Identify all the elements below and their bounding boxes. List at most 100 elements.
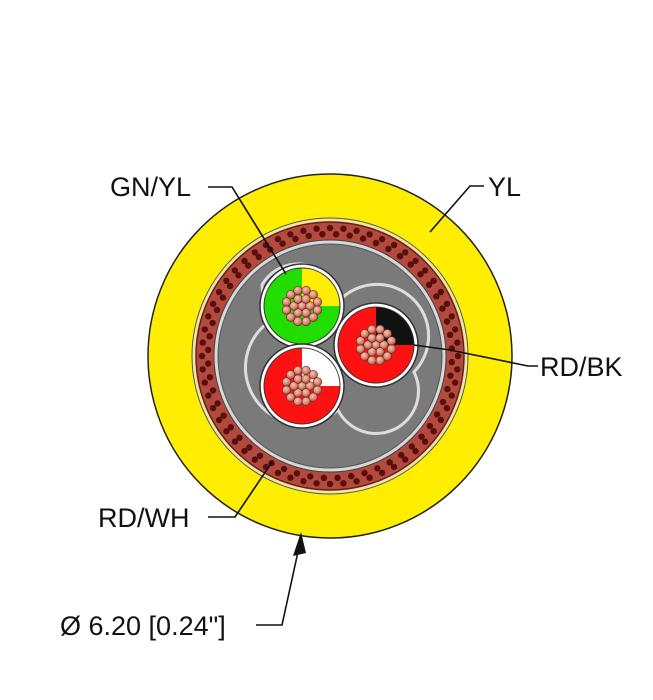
braid-strand (437, 416, 445, 424)
copper-strand (301, 365, 311, 376)
braid-strand (326, 480, 334, 488)
braid-strand (313, 480, 320, 487)
braid-strand (313, 225, 320, 232)
braid-strand (251, 249, 258, 256)
braid-strand (412, 257, 419, 265)
braid-strand (293, 470, 301, 477)
braid-strand (402, 249, 409, 256)
braid-strand (205, 392, 212, 399)
braid-strand (300, 478, 307, 485)
copper-strand (301, 396, 311, 407)
leader-diameter (256, 537, 302, 626)
copper-strand (308, 392, 318, 402)
braid-strand (326, 224, 334, 232)
copper-strand (312, 377, 323, 387)
braid-strand (332, 231, 340, 238)
braid-strand (274, 235, 282, 243)
braid-strand (255, 253, 262, 261)
copper-strand (305, 301, 315, 311)
braid-strand (280, 465, 288, 473)
conductor-rd-bk (333, 302, 419, 388)
braid-strand (372, 239, 380, 247)
braid-strand (226, 282, 234, 290)
braid-strand (198, 352, 206, 360)
copper-strand (308, 370, 318, 380)
braid-strand (227, 424, 235, 431)
copper-strand (308, 312, 318, 322)
braid-strand (213, 306, 221, 314)
braid-strand (454, 366, 461, 373)
copper-strand (379, 340, 389, 350)
copper-strand (286, 392, 296, 402)
copper-strand (305, 381, 315, 391)
braid-strand (305, 232, 312, 240)
braid-strand (206, 333, 213, 340)
braid-strand (418, 433, 425, 440)
braid-strand (446, 331, 454, 338)
braid-strand (256, 452, 264, 460)
copper-strand (360, 351, 370, 361)
braid-strand (231, 267, 239, 274)
braid-strand (448, 392, 455, 399)
copper-strand (363, 340, 373, 350)
braid-strand (437, 288, 445, 296)
copper-strand (375, 355, 385, 366)
copper-strand (281, 385, 292, 395)
copper-strand (289, 301, 299, 311)
braid-strand (319, 231, 326, 238)
conductor-gn-yl (259, 263, 345, 349)
label-rd-bk: RD/BK (540, 352, 623, 382)
braid-strand (246, 444, 253, 451)
conductor-rd-wh (259, 343, 345, 429)
braid-strand (205, 360, 212, 367)
braid-strand (206, 374, 214, 381)
braid-strand (439, 305, 446, 312)
braid-strand (412, 447, 419, 455)
braid-strand (223, 428, 230, 435)
braid-strand (433, 411, 441, 418)
copper-strand (286, 370, 296, 380)
braid-strand (214, 400, 221, 407)
copper-strand (286, 312, 296, 322)
braid-strand (209, 387, 217, 394)
copper-strand (281, 377, 292, 387)
braid-strand (448, 313, 455, 320)
braid-strand (201, 326, 208, 333)
copper-strand (355, 336, 366, 346)
braid-strand (361, 469, 368, 477)
braid-strand (201, 379, 208, 386)
braid-strand (447, 372, 454, 379)
braid-strand (307, 473, 314, 480)
copper-strand (293, 285, 303, 296)
copper-strand (355, 344, 366, 354)
copper-strand (301, 285, 311, 296)
label-yl: YL (488, 172, 522, 202)
braid-strand (417, 271, 424, 278)
braid-strand (452, 379, 459, 386)
braid-strand (443, 300, 451, 308)
braid-strand (231, 438, 239, 445)
braid-strand (454, 352, 462, 360)
braid-strand (353, 478, 360, 485)
braid-strand (408, 443, 415, 450)
braid-strand (374, 465, 381, 472)
copper-strand (308, 290, 318, 300)
braid-strand (287, 474, 294, 481)
braid-strand (454, 339, 461, 346)
braid-strand (402, 456, 409, 463)
copper-strand (375, 324, 385, 335)
braid-strand (433, 293, 440, 300)
braid-strand (205, 346, 212, 354)
braid-strand (287, 231, 294, 238)
braid-strand (378, 469, 386, 477)
braid-strand (398, 451, 405, 459)
braid-strand (439, 398, 447, 406)
braid-strand (444, 385, 451, 393)
copper-strand (360, 329, 370, 339)
braid-strand (430, 277, 437, 284)
copper-strand (367, 324, 377, 335)
diameter-arrowhead (293, 532, 306, 556)
braid-strand (279, 240, 286, 247)
braid-strand (209, 300, 217, 308)
braid-strand (223, 277, 230, 284)
